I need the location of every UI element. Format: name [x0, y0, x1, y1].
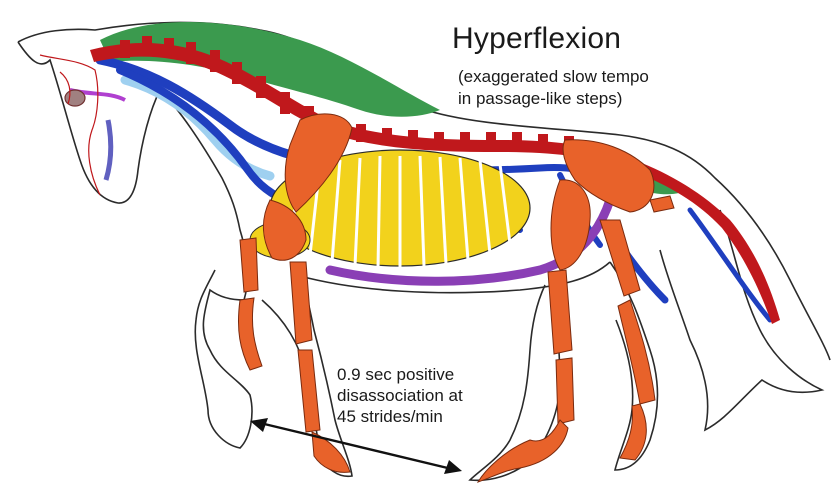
- skull-detail: [40, 55, 111, 195]
- femur: [551, 180, 590, 270]
- annotation-line-2: disassociation at: [337, 385, 463, 406]
- hind-tibia-2: [600, 220, 640, 296]
- diagram-title: Hyperflexion: [452, 22, 621, 56]
- disassociation-annotation: 0.9 sec positive disassociation at 45 st…: [337, 364, 463, 427]
- front-hoof: [312, 432, 350, 472]
- tail-bone: [650, 196, 674, 212]
- subtitle-line-2: in passage-like steps): [458, 88, 649, 110]
- front-leg2-lower: [238, 298, 262, 370]
- subtitle-line-1: (exaggerated slow tempo: [458, 66, 649, 88]
- annotation-line-1: 0.9 sec positive: [337, 364, 463, 385]
- annotation-line-3: 45 strides/min: [337, 406, 463, 427]
- front-cannon: [298, 350, 320, 432]
- hind-pastern-1: [478, 420, 568, 482]
- hind-cannon-2: [618, 300, 655, 404]
- front-radius: [290, 262, 312, 344]
- diagram-subtitle: (exaggerated slow tempo in passage-like …: [458, 66, 649, 110]
- hind-hoof-2: [620, 404, 646, 460]
- front-leg2-upper: [240, 238, 258, 292]
- hind-cannon-1: [556, 358, 574, 424]
